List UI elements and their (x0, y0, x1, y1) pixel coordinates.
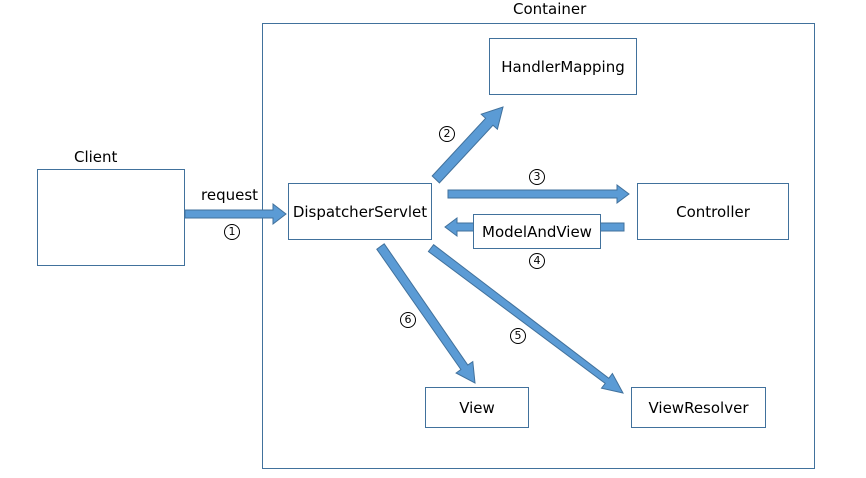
client-title: Client (74, 148, 118, 166)
arrow-step-5 (427, 243, 624, 394)
arrow-step-6 (376, 243, 476, 384)
step-1-marker: 1 (224, 224, 240, 240)
arrow-step-2 (431, 106, 504, 184)
view-resolver-box: ViewResolver (631, 387, 766, 428)
dispatcher-servlet-box: DispatcherServlet (288, 183, 432, 240)
request-arrow (184, 202, 287, 226)
arrow-step-3 (447, 184, 630, 204)
container-title: Container (513, 0, 587, 18)
step-2-marker: 2 (439, 126, 455, 142)
model-and-view-box: ModelAndView (473, 214, 601, 249)
step-5-marker: 5 (510, 328, 526, 344)
step-6-marker: 6 (400, 312, 416, 328)
handler-mapping-box: HandlerMapping (489, 38, 637, 95)
client-box (37, 169, 185, 266)
step-4-marker: 4 (529, 253, 545, 269)
view-box: View (425, 387, 529, 428)
step-3-marker: 3 (529, 169, 545, 185)
container-frame (262, 23, 815, 469)
controller-box: Controller (637, 183, 789, 240)
request-label: request (201, 186, 259, 204)
